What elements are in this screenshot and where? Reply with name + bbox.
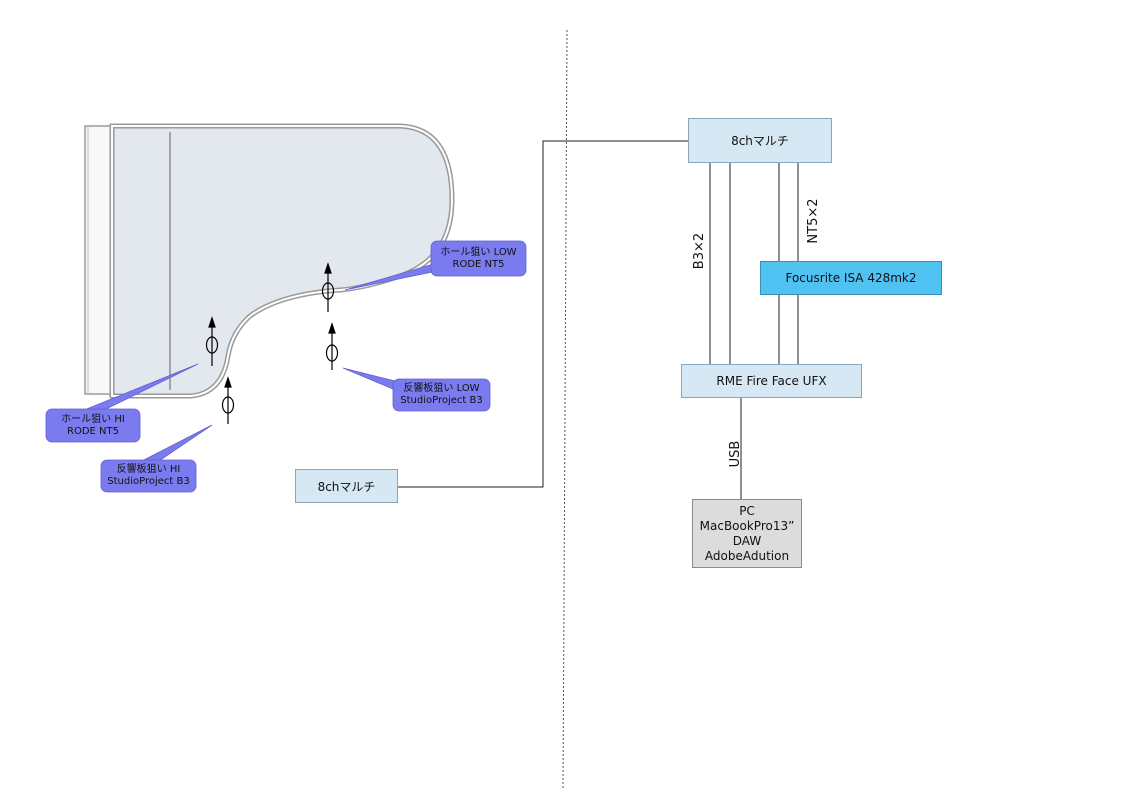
callout-pointer-sound-hi [138, 424, 213, 464]
label-nt5x2: NT5×2 [806, 198, 821, 244]
callout-hole-hi: ホール狙い HI RODE NT5 [46, 409, 140, 442]
mic-hole-hi [205, 316, 219, 366]
callout-hole-hi-line1: ホール狙い HI [61, 413, 125, 425]
left-multi-label: 8chマルチ [317, 479, 376, 494]
callout-hole-low: ホール狙い LOW RODE NT5 [431, 241, 526, 276]
label-usb: USB [728, 440, 743, 468]
preamp-label: Focusrite ISA 428mk2 [785, 271, 917, 285]
callout-sound-low-line1: 反響板狙い LOW [403, 383, 480, 394]
multi-cable-line [397, 140, 689, 488]
pc-line-3: DAW [732, 533, 762, 548]
callout-pointer-sound-low [342, 367, 401, 393]
callout-hole-low-bg [430, 240, 527, 277]
preamp-box[interactable]: Focusrite ISA 428mk2 [760, 261, 942, 295]
mic-sound-hi [221, 376, 235, 424]
pc-box[interactable]: PC MacBookPro13” DAW AdobeAdution [692, 499, 802, 568]
callout-hole-hi-line2: RODE NT5 [67, 425, 119, 437]
mic-hole-low [321, 262, 335, 312]
label-b3x2: B3×2 [692, 232, 707, 270]
section-divider [562, 29, 568, 791]
callout-sound-hi-bg [100, 459, 197, 493]
callout-sound-low-bg [392, 378, 491, 412]
right-multi-label: 8chマルチ [731, 134, 789, 148]
interface-label: RME Fire Face UFX [716, 374, 827, 388]
interface-box[interactable]: RME Fire Face UFX [681, 364, 862, 398]
grand-piano-outline [84, 123, 455, 399]
callout-hole-hi-bg [45, 408, 141, 443]
left-multi-box[interactable]: 8chマルチ [295, 469, 398, 503]
callout-sound-hi: 反響板狙い HI StudioProject B3 [101, 460, 196, 492]
callout-sound-low-line2: StudioProject B3 [400, 395, 483, 406]
pc-line-1: PC [739, 503, 755, 518]
mic-sound-low [325, 322, 339, 370]
pc-line-2: MacBookPro13” [699, 518, 795, 533]
callout-sound-hi-line1: 反響板狙い HI [116, 464, 181, 475]
callout-sound-low: 反響板狙い LOW StudioProject B3 [393, 379, 490, 411]
callout-hole-low-line2: RODE NT5 [452, 258, 505, 270]
pc-line-4: AdobeAdution [704, 548, 790, 563]
callout-hole-low-line1: ホール狙い LOW [440, 246, 517, 258]
right-multi-box[interactable]: 8chマルチ [688, 118, 832, 163]
callout-sound-hi-line2: StudioProject B3 [107, 476, 190, 487]
